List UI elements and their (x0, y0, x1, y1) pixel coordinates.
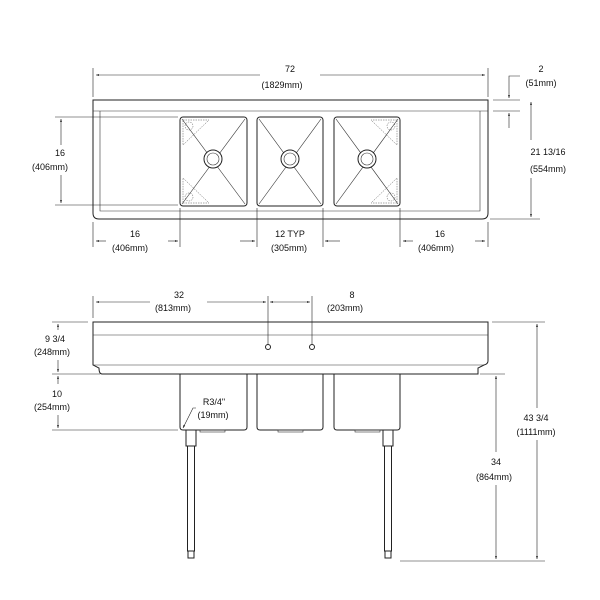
dim-2: 2 (538, 64, 543, 74)
dim-8-mm: (203mm) (327, 303, 363, 313)
dim-16-depth-mm: (406mm) (32, 162, 68, 172)
leg-left (185, 429, 197, 559)
leg-right (382, 429, 394, 559)
bowl-2 (256, 116, 324, 207)
dim-21-13-16-mm: (554mm) (530, 164, 566, 174)
dim-43-3-4-mm: (1111mm) (516, 427, 555, 437)
dim-10: 10 (52, 389, 62, 399)
dim-16-depth: 16 (55, 148, 65, 158)
dim-8: 8 (349, 290, 354, 300)
dim-9-3-4: 9 3/4 (45, 334, 65, 344)
dim-72: 72 (285, 64, 295, 74)
dim-12-typ-mm: (305mm) (271, 243, 307, 253)
dim-34-mm: (864mm) (476, 472, 512, 482)
dim-16-left-mm: (406mm) (112, 243, 148, 253)
dim-16-right-mm: (406mm) (418, 243, 454, 253)
front-view: 32 (813mm) 8 (203mm) 9 3/4 (248mm) 10 (2… (34, 290, 556, 562)
dim-12-typ: 12 TYP (275, 229, 305, 239)
dim-16-right: 16 (435, 229, 445, 239)
dim-10-mm: (254mm) (34, 402, 70, 412)
faucet-hole (309, 344, 315, 350)
dim-2-mm: (51mm) (526, 78, 557, 88)
dim-72-mm: (1829mm) (261, 80, 302, 90)
dim-34: 34 (491, 457, 501, 467)
dim-32-mm: (813mm) (155, 303, 191, 313)
bowl-2-front (256, 374, 324, 431)
dim-21-13-16: 21 13/16 (530, 147, 565, 157)
bowl-3-front (333, 374, 401, 431)
dim-9-3-4-mm: (248mm) (34, 347, 70, 357)
sink-outline-top (92, 99, 489, 220)
dim-r3-4: R3/4" (203, 397, 225, 407)
sink-outline-front (92, 321, 489, 375)
dim-32: 32 (174, 290, 184, 300)
dim-16-left: 16 (130, 229, 140, 239)
bowl-3 (333, 116, 401, 207)
dim-r3-4-mm: (19mm) (198, 410, 229, 420)
faucet-hole (265, 344, 271, 350)
top-view: 72 (1829mm) 2 (51mm) 21 13/16 (554mm) 16… (32, 64, 566, 253)
dim-43-3-4: 43 3/4 (523, 413, 548, 423)
bowl-1 (179, 116, 248, 207)
